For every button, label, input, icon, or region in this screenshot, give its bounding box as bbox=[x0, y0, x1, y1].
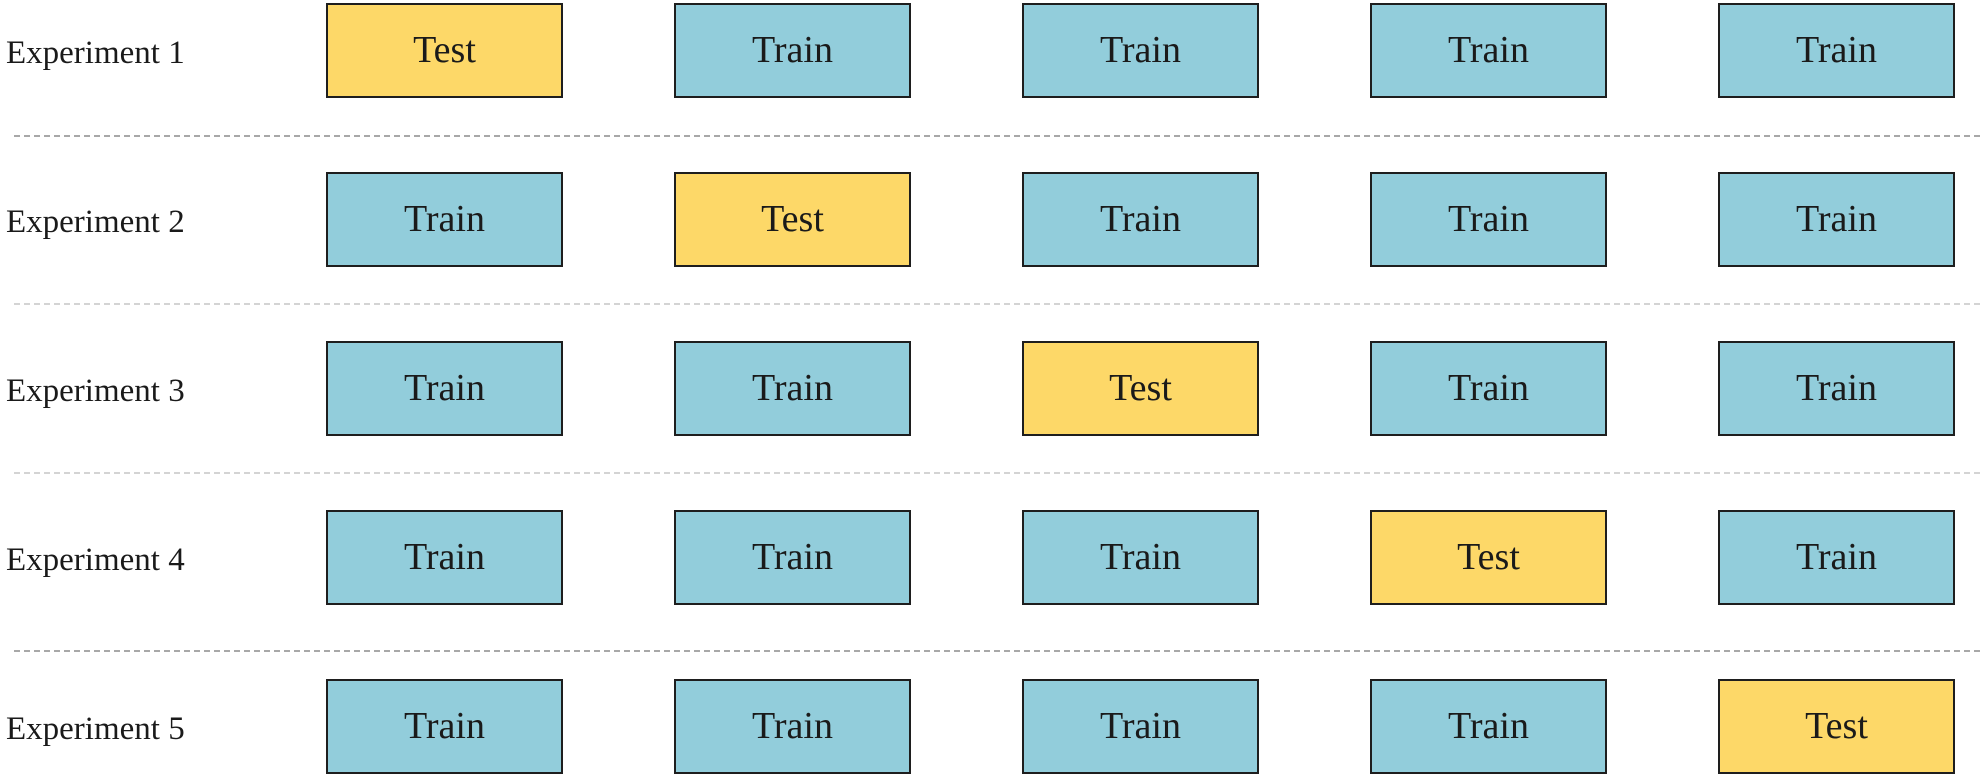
fold-box-1: Train bbox=[326, 172, 563, 267]
row-separator bbox=[14, 303, 1980, 305]
fold-box-3: Train bbox=[1022, 510, 1259, 605]
fold-box-3: Train bbox=[1022, 679, 1259, 774]
fold-box-5: Train bbox=[1718, 3, 1955, 98]
experiment-row-5: Experiment 5 Train Train Train Train Tes… bbox=[0, 679, 1983, 779]
fold-box-4: Test bbox=[1370, 510, 1607, 605]
fold-box-5: Train bbox=[1718, 172, 1955, 267]
fold-box-5: Train bbox=[1718, 341, 1955, 436]
fold-box-2: Train bbox=[674, 341, 911, 436]
experiment-label: Experiment 4 bbox=[6, 542, 185, 578]
experiment-row-3: Experiment 3 Train Train Test Train Trai… bbox=[0, 341, 1983, 441]
fold-box-2: Train bbox=[674, 679, 911, 774]
fold-box-2: Train bbox=[674, 510, 911, 605]
fold-box-3: Train bbox=[1022, 3, 1259, 98]
fold-box-3: Train bbox=[1022, 172, 1259, 267]
fold-box-1: Test bbox=[326, 3, 563, 98]
row-separator bbox=[14, 135, 1980, 137]
experiment-row-2: Experiment 2 Train Test Train Train Trai… bbox=[0, 172, 1983, 272]
experiment-label: Experiment 3 bbox=[6, 373, 185, 409]
fold-box-3: Test bbox=[1022, 341, 1259, 436]
fold-box-1: Train bbox=[326, 679, 563, 774]
fold-box-4: Train bbox=[1370, 3, 1607, 98]
experiment-label: Experiment 5 bbox=[6, 711, 185, 747]
fold-box-4: Train bbox=[1370, 341, 1607, 436]
fold-box-2: Train bbox=[674, 3, 911, 98]
fold-box-5: Test bbox=[1718, 679, 1955, 774]
row-separator bbox=[14, 650, 1980, 652]
fold-box-1: Train bbox=[326, 341, 563, 436]
fold-box-2: Test bbox=[674, 172, 911, 267]
fold-box-1: Train bbox=[326, 510, 563, 605]
experiment-row-1: Experiment 1 Test Train Train Train Trai… bbox=[0, 3, 1983, 103]
fold-box-4: Train bbox=[1370, 679, 1607, 774]
row-separator bbox=[14, 472, 1980, 474]
experiment-label: Experiment 2 bbox=[6, 204, 185, 240]
fold-box-5: Train bbox=[1718, 510, 1955, 605]
experiment-label: Experiment 1 bbox=[6, 35, 185, 71]
fold-box-4: Train bbox=[1370, 172, 1607, 267]
experiment-row-4: Experiment 4 Train Train Train Test Trai… bbox=[0, 510, 1983, 610]
